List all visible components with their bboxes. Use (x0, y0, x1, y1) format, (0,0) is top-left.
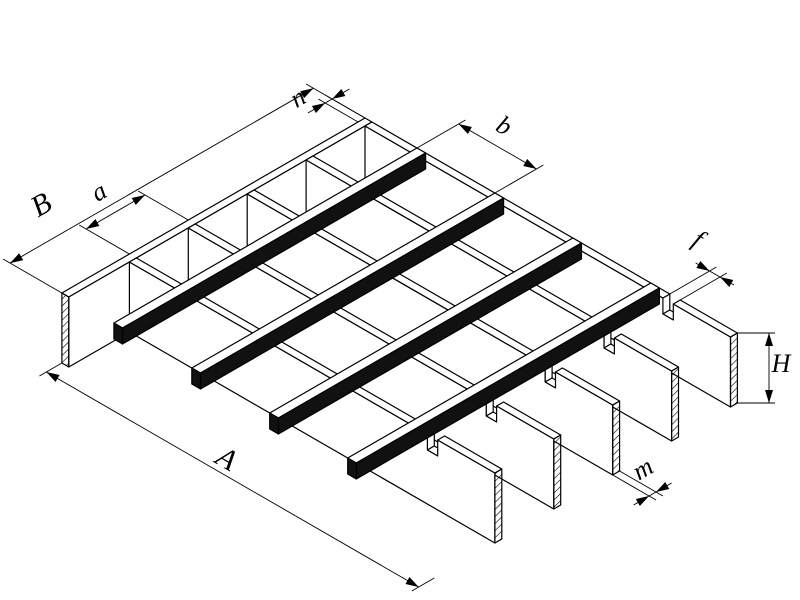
cross-bar-end-face (191, 367, 202, 390)
dimension-line (324, 98, 333, 104)
bearing-bar-end-face (612, 400, 621, 476)
dimension-arrow (458, 124, 472, 134)
cross-bar-end-face (269, 412, 279, 435)
dimension-arrow (765, 390, 773, 403)
cross-bar-end-face (113, 322, 124, 345)
dimension-line (458, 123, 537, 170)
cross-bar-end-face (347, 457, 357, 480)
bearing-bar-top-face (364, 121, 671, 299)
extension-line (411, 577, 435, 592)
extension-line (416, 119, 466, 149)
dimension-line (709, 270, 721, 278)
extension-line (39, 362, 63, 377)
dimension-arrow (332, 89, 346, 99)
banding-bar-end-face (61, 292, 70, 368)
dimension-arrow (765, 333, 773, 346)
dimension-arrow (656, 482, 670, 492)
dimension-line (9, 87, 314, 264)
dimension-arrow (523, 159, 537, 169)
dimension-arrow (696, 261, 710, 271)
bearing-bar-end-face (553, 434, 562, 510)
extension-line (669, 266, 717, 295)
extension-line (494, 164, 544, 194)
dimension-line (648, 491, 657, 497)
dimension-arrow (720, 277, 734, 287)
extension-line (78, 224, 130, 255)
bearing-bar-end-face (671, 366, 680, 442)
dimension-arrow (635, 496, 650, 506)
dim-label-H: H (771, 349, 792, 378)
extension-line (2, 258, 63, 294)
bearing-bar-end-face (494, 468, 503, 544)
dimension-arrow (405, 577, 419, 587)
dimension-arrow (300, 88, 314, 99)
dimension-annotations (2, 83, 775, 592)
dimension-line (46, 371, 419, 588)
extension-line (679, 272, 728, 301)
dimension-arrow (86, 219, 100, 229)
bearing-bar-end-face (729, 332, 738, 408)
grating-drawing (61, 117, 738, 544)
dimension-arrow (131, 195, 145, 205)
dimension-arrow (9, 253, 24, 264)
dimension-arrow (46, 372, 60, 382)
dimension-arrow (311, 103, 326, 113)
extension-line (137, 190, 189, 221)
